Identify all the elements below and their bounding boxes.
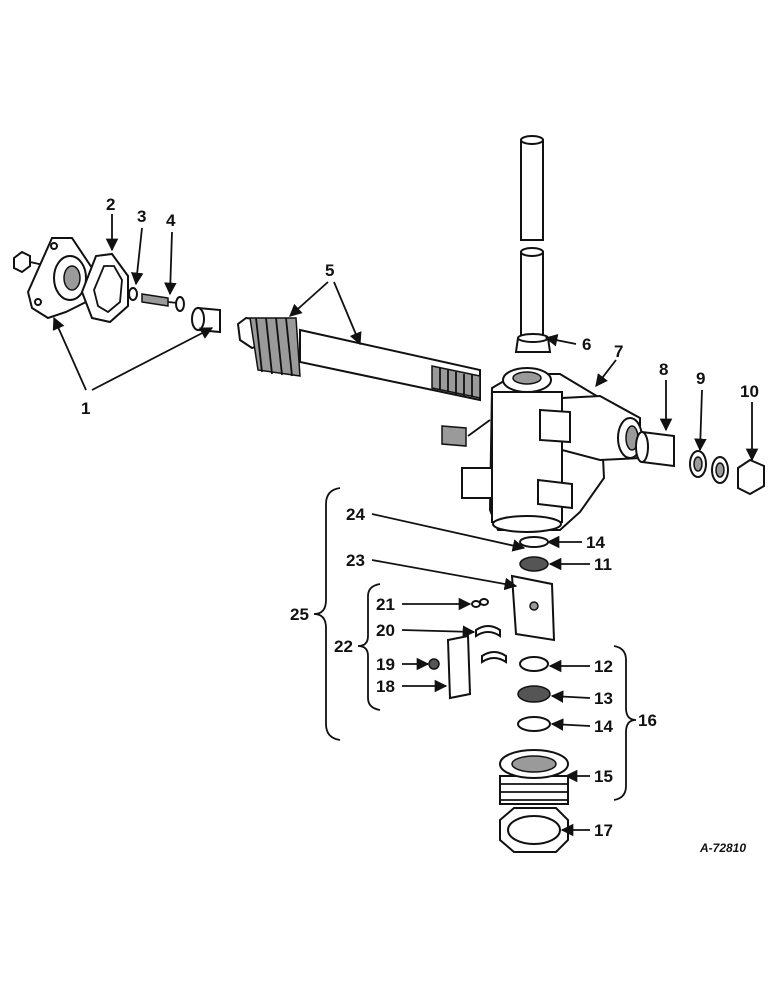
label-11: 11	[594, 555, 612, 574]
adjusting-screw	[141, 293, 185, 312]
bushing-right	[635, 430, 675, 468]
label-25: 25	[290, 605, 309, 624]
label-13: 13	[594, 689, 613, 708]
cover-plate	[26, 237, 94, 320]
group-braces	[313, 487, 637, 801]
label-17: 17	[594, 821, 613, 840]
label-24: 24	[346, 505, 365, 524]
seal-ring	[514, 333, 552, 353]
label-18: 18	[376, 677, 395, 696]
lower-stack	[428, 536, 569, 853]
gasket	[80, 252, 129, 324]
leader-lines	[52, 214, 759, 837]
drawing-reference-number: A-72810	[699, 841, 746, 855]
label-5: 5	[325, 261, 334, 280]
label-14-upper: 14	[586, 533, 605, 552]
label-14-lower: 14	[594, 717, 613, 736]
label-20: 20	[376, 621, 395, 640]
worm-shaft	[236, 316, 481, 402]
label-8: 8	[659, 360, 668, 379]
label-7: 7	[614, 342, 623, 361]
label-3: 3	[137, 207, 146, 226]
bushing-left	[191, 306, 221, 334]
label-1: 1	[81, 399, 90, 418]
label-6: 6	[582, 335, 591, 354]
sector-shaft-upper	[520, 135, 544, 341]
label-4: 4	[166, 211, 176, 230]
nut-right	[737, 458, 765, 496]
washer	[128, 287, 138, 301]
label-10: 10	[740, 382, 759, 401]
plug	[441, 419, 491, 447]
washer-right	[689, 450, 729, 484]
label-15: 15	[594, 767, 613, 786]
label-12: 12	[594, 657, 613, 676]
label-19: 19	[376, 655, 395, 674]
steering-gear-housing	[461, 367, 643, 533]
label-2: 2	[106, 195, 115, 214]
label-9: 9	[696, 369, 705, 388]
label-21: 21	[376, 595, 395, 614]
label-16: 16	[638, 711, 657, 730]
cover-plate-nut	[13, 250, 49, 274]
label-22: 22	[334, 637, 353, 656]
label-23: 23	[346, 551, 365, 570]
